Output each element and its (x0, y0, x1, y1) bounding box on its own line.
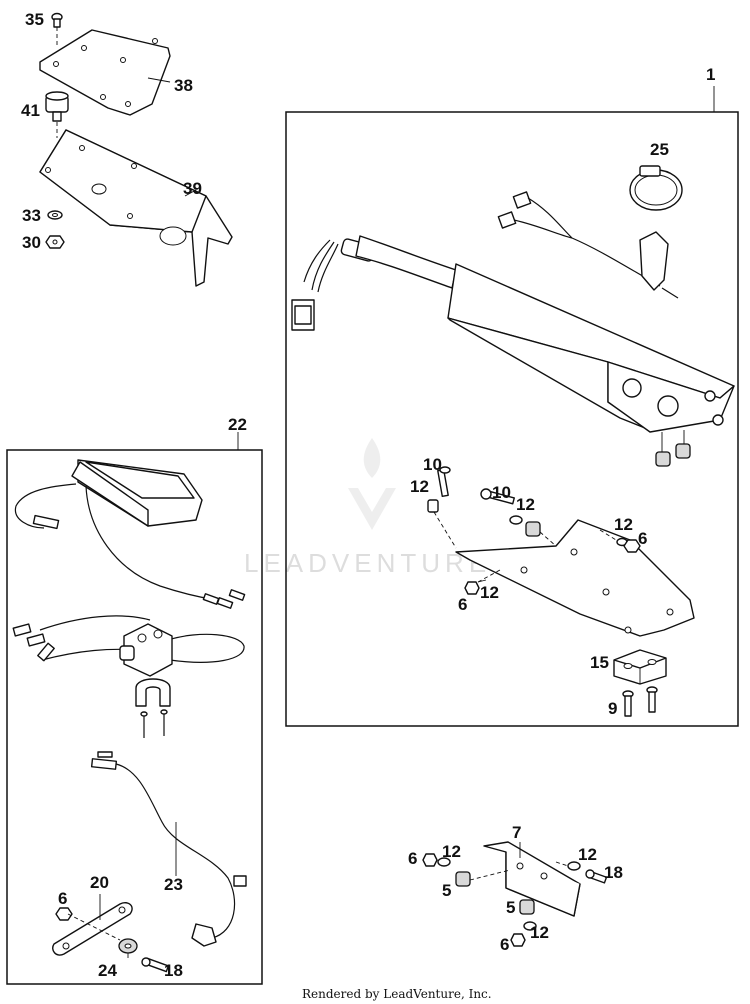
callout-12f: 12 (578, 845, 597, 864)
footer-credit: Rendered by LeadVenture, Inc. (302, 987, 492, 1001)
callout-38: 38 (174, 76, 193, 95)
callout-18b: 18 (604, 863, 623, 882)
callout-12b: 12 (516, 495, 535, 514)
callout-18a: 18 (164, 961, 183, 980)
callout-1: 1 (706, 65, 715, 84)
watermark: LEADVENTURE (244, 438, 491, 578)
bracket-7-group (422, 841, 608, 947)
callout-6d: 6 (408, 849, 417, 868)
callout-6c: 6 (58, 889, 67, 908)
assembly-1-frame (285, 111, 739, 727)
callout-39: 39 (183, 179, 202, 198)
callout-10a: 10 (423, 455, 442, 474)
callout-25: 25 (650, 140, 669, 159)
callout-35: 35 (25, 10, 44, 29)
callout-7: 7 (512, 823, 521, 842)
callout-22: 22 (228, 415, 247, 434)
callout-12g: 12 (530, 923, 549, 942)
mount-plate-group (39, 12, 233, 287)
display-unit (14, 459, 246, 609)
assembly-22-frame (6, 449, 263, 985)
callout-10b: 10 (492, 483, 511, 502)
callout-23: 23 (164, 875, 183, 894)
plate-38 (39, 29, 171, 116)
callout-6b: 6 (458, 595, 467, 614)
sensor-bracket-20 (52, 894, 170, 973)
sensor-23 (90, 751, 247, 947)
screws-9 (622, 686, 658, 717)
callout-24: 24 (98, 961, 117, 980)
controller-housing (291, 235, 735, 467)
callout-30: 30 (22, 233, 41, 252)
callout-33: 33 (22, 206, 41, 225)
clamp-block-15 (613, 649, 667, 685)
callout-9: 9 (608, 699, 617, 718)
nut-30 (45, 235, 65, 249)
lower-mount-plate (427, 466, 695, 637)
watermark-text: LEADVENTURE (244, 548, 491, 578)
callout-6e: 6 (500, 935, 509, 954)
watermark-logo-icon (348, 438, 396, 530)
callout-12c: 12 (614, 515, 633, 534)
screw-35 (51, 12, 63, 28)
switch-unit (12, 615, 245, 738)
callout-15: 15 (590, 653, 609, 672)
spacer-41 (45, 91, 69, 122)
hose-clamp-25 (629, 165, 683, 211)
callout-41: 41 (21, 101, 40, 120)
callout-12e: 12 (442, 842, 461, 861)
harness-branch (497, 191, 679, 299)
callout-5b: 5 (506, 898, 515, 917)
callout-5a: 5 (442, 881, 451, 900)
grommets (655, 430, 691, 467)
callout-20: 20 (90, 873, 109, 892)
callout-6a: 6 (638, 529, 647, 548)
callout-12a: 12 (410, 477, 429, 496)
callout-12d: 12 (480, 583, 499, 602)
